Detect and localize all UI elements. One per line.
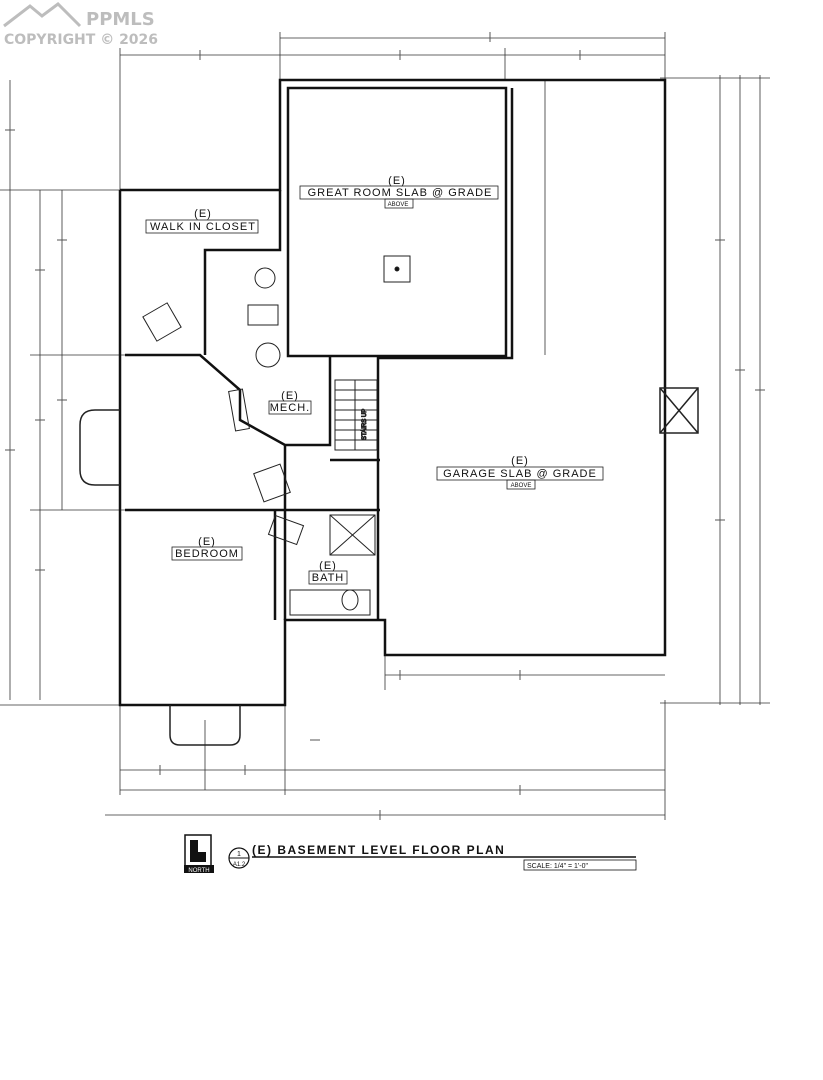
great-room-name: GREAT ROOM SLAB @ GRADE	[308, 187, 493, 199]
toilet	[341, 589, 359, 611]
watermark-brand: PPMLS	[86, 9, 155, 30]
vanity	[289, 589, 371, 616]
north-arrow-icon: NORTH	[184, 834, 214, 874]
plan-title: (E) BASEMENT LEVEL FLOOR PLAN	[252, 843, 505, 857]
mech-name: MECH.	[270, 402, 310, 414]
column-pad	[383, 255, 411, 283]
water-heater	[254, 267, 276, 289]
mountain-logo-icon	[3, 2, 82, 28]
stairs: STAIRS UP	[334, 379, 378, 451]
smoke-detector-box	[142, 302, 182, 342]
dimension-lines	[0, 32, 770, 820]
sheet-reference-icon: 1 A1.2	[228, 847, 250, 869]
bedroom-name: BEDROOM	[175, 548, 239, 560]
bath-tag: (E)	[319, 560, 337, 572]
watermark: PPMLS COPYRIGHT © 2026	[3, 2, 158, 48]
dimension-ticks	[5, 32, 765, 820]
garage-note: ABOVE	[511, 483, 532, 489]
stairs-label: STAIRS UP	[362, 409, 368, 440]
bedroom-tag: (E)	[198, 536, 216, 548]
plan-scale: SCALE: 1/4" = 1'-0"	[527, 863, 588, 870]
walls	[118, 78, 667, 707]
walk-in-closet-tag: (E)	[194, 208, 212, 220]
watermark-copyright: COPYRIGHT © 2026	[4, 32, 158, 48]
north-label: NORTH	[188, 868, 209, 874]
sheet-ref-top: 1	[237, 851, 241, 858]
great-room-note: ABOVE	[388, 202, 409, 208]
sheet-ref-bottom: A1.2	[233, 862, 246, 868]
great-room-tag: (E)	[388, 175, 406, 187]
garage-name: GARAGE SLAB @ GRADE	[443, 468, 597, 480]
furnace	[255, 342, 281, 368]
shower	[329, 514, 376, 556]
label-boxes	[145, 185, 604, 585]
garage-tag: (E)	[511, 455, 529, 467]
title-block: NORTH 1 A1.2 (E) BASEMENT LEVEL FLOOR PL…	[184, 834, 637, 874]
fixtures	[142, 255, 411, 616]
mech-tag: (E)	[281, 390, 299, 402]
walk-in-closet-name: WALK IN CLOSET	[150, 221, 256, 233]
bath-name: BATH	[312, 572, 345, 584]
room-labels: (E) GREAT ROOM SLAB @ GRADE ABOVE (E) WA…	[150, 175, 597, 584]
window-bays	[79, 387, 699, 746]
